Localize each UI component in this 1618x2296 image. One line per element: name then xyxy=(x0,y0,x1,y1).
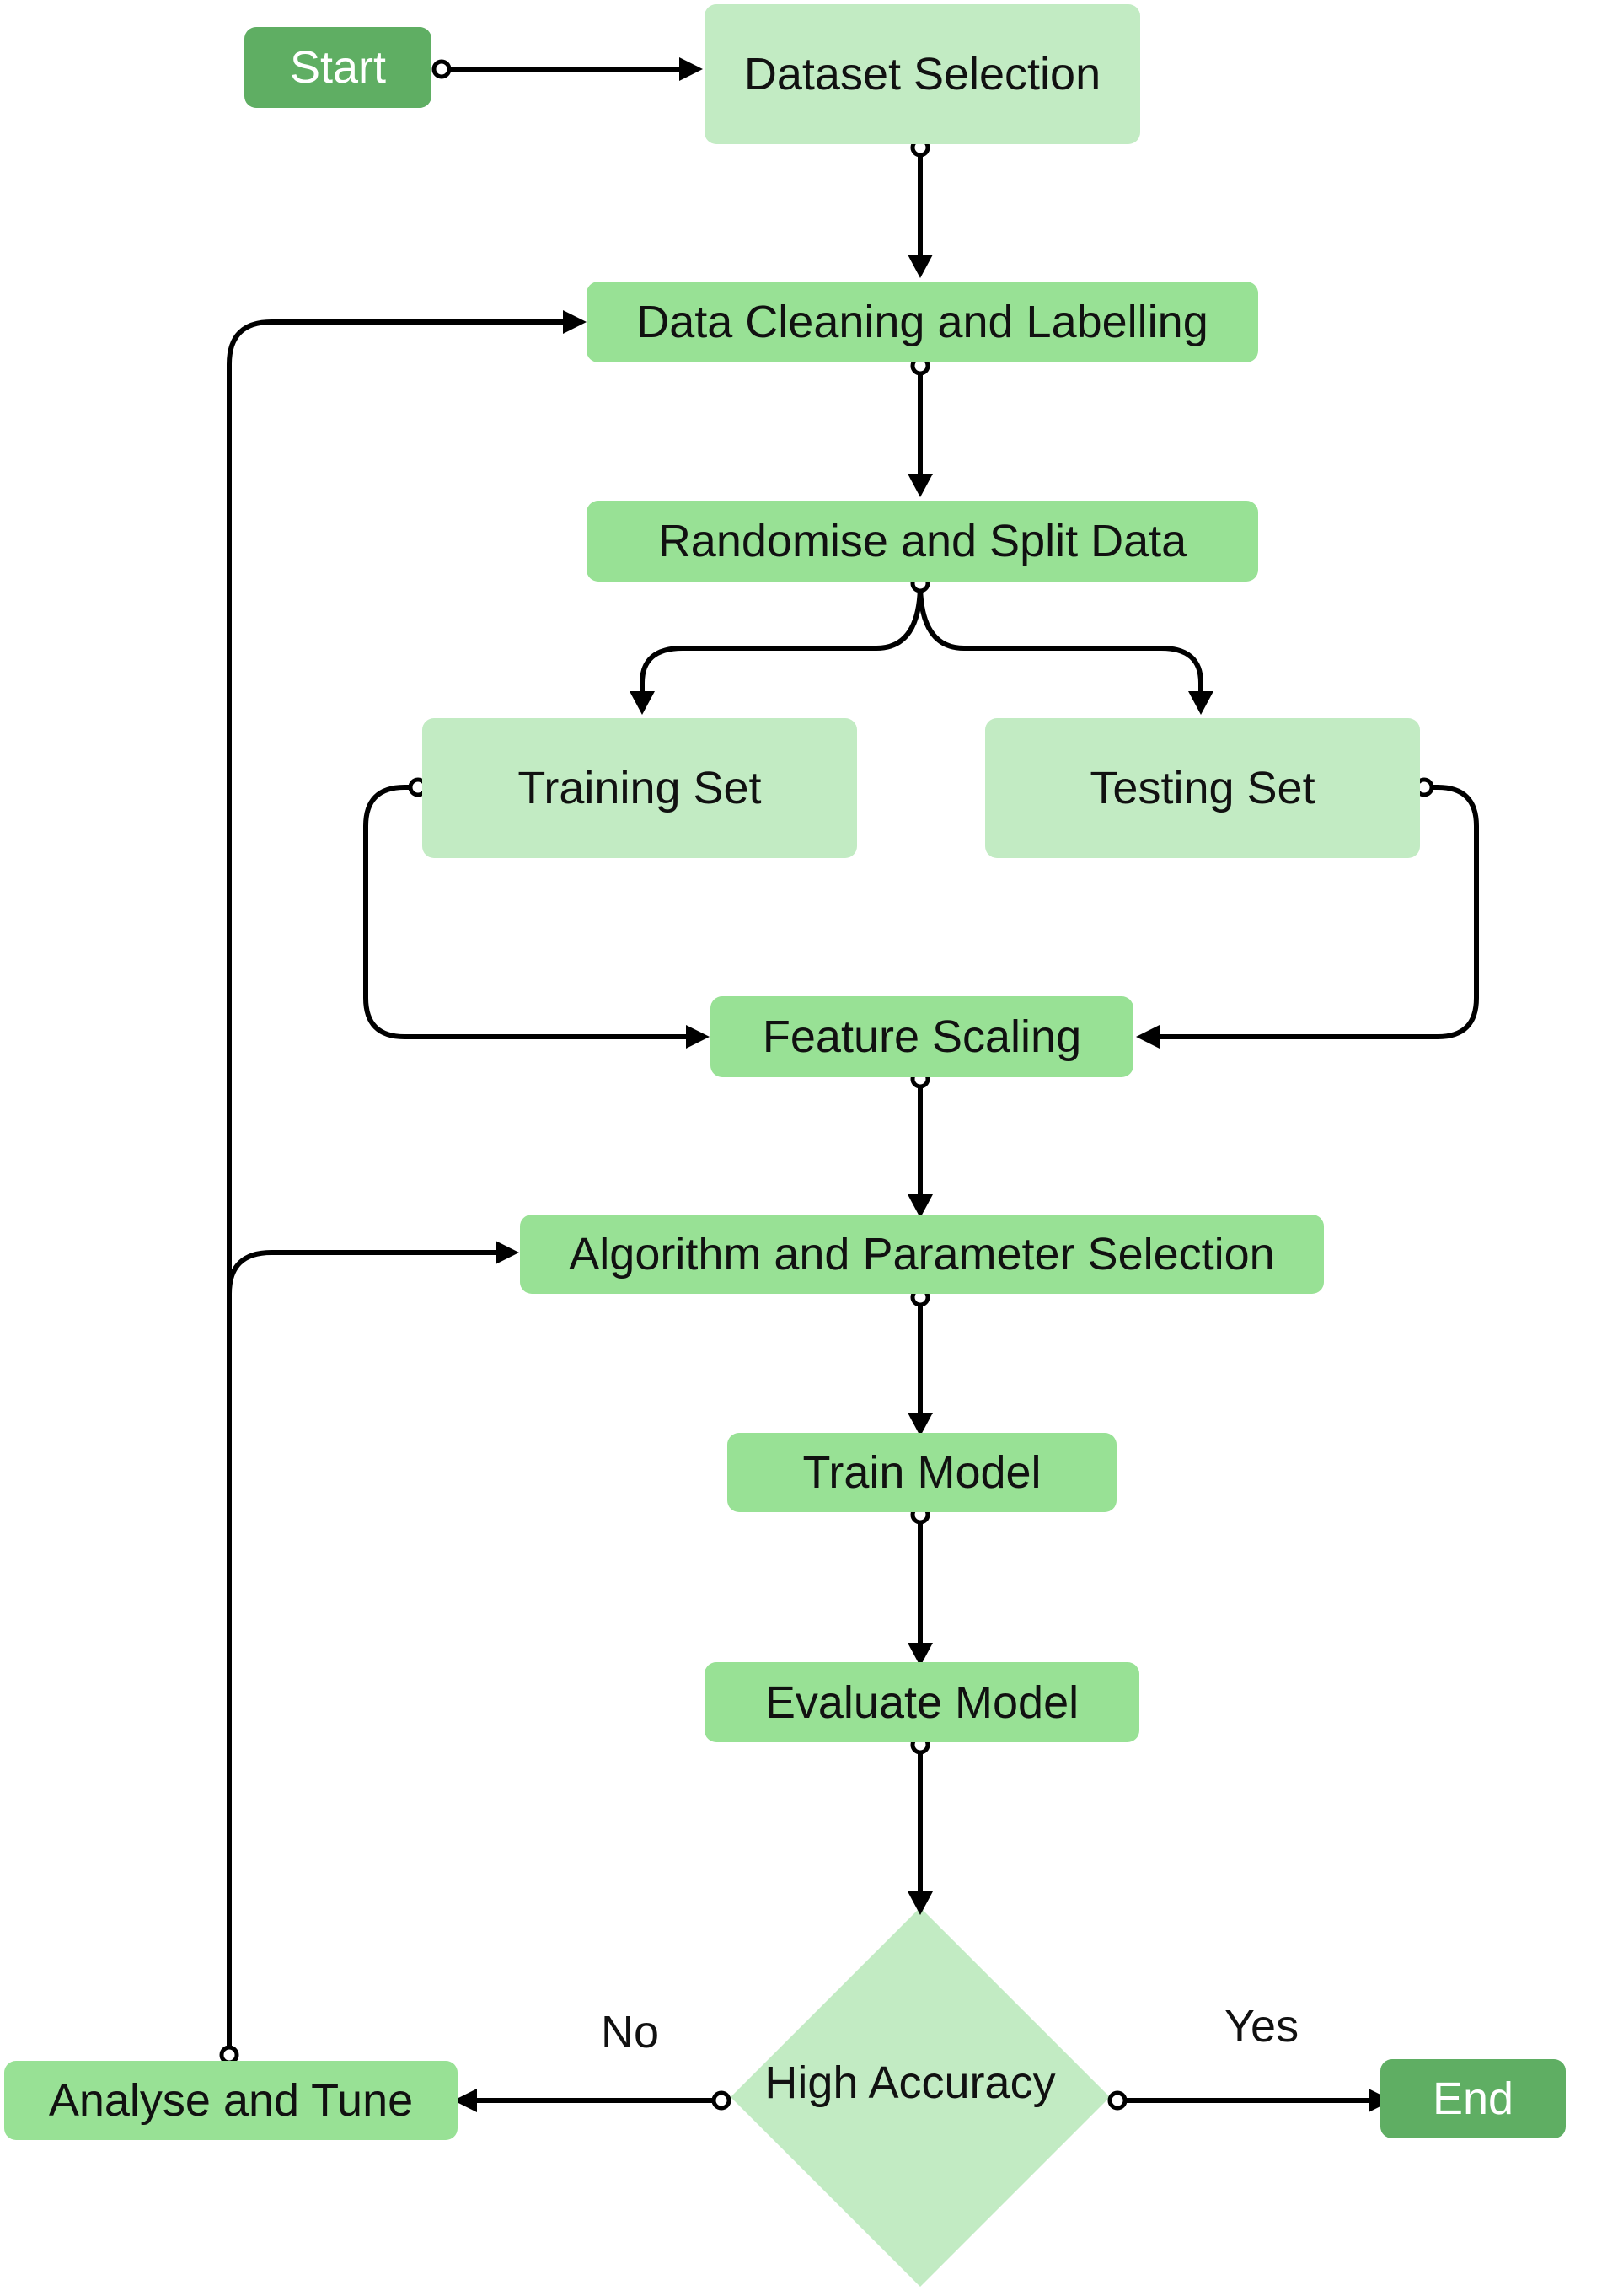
randomise-split-label: Randomise and Split Data xyxy=(657,516,1187,566)
algorithm-selection-label: Algorithm and Parameter Selection xyxy=(569,1229,1275,1279)
arrowhead-algorithm-loop xyxy=(496,1241,519,1264)
arrowhead-analyse xyxy=(453,2089,477,2112)
edge-testing-to-scaling xyxy=(1152,785,1479,1039)
arrowhead-cleaning-loop xyxy=(563,310,587,334)
train-model-label: Train Model xyxy=(802,1447,1042,1498)
end-label: End xyxy=(1432,2073,1514,2124)
edge-analyse-to-cleaning xyxy=(227,319,569,2057)
arrowhead-decision xyxy=(908,1891,933,1915)
training-set-node: Training Set xyxy=(422,718,857,858)
evaluate-model-label: Evaluate Model xyxy=(764,1676,1080,1728)
arrowhead-scaling-right xyxy=(1136,1025,1160,1049)
end-node: End xyxy=(1380,2059,1566,2138)
edge-label-no: No xyxy=(601,2007,660,2057)
edge-training-to-scaling xyxy=(363,785,694,1039)
dataset-selection-node: Dataset Selection xyxy=(705,4,1140,144)
data-cleaning-label: Data Cleaning and Labelling xyxy=(636,297,1208,347)
decision-diamond xyxy=(731,1907,1110,2287)
start-node: Start xyxy=(244,27,431,108)
port-decision-no xyxy=(711,2090,731,2111)
arrowhead-testing xyxy=(1188,691,1214,715)
port-decision-yes xyxy=(1107,2090,1128,2111)
feature-scaling-label: Feature Scaling xyxy=(762,1011,1082,1062)
feature-scaling-node: Feature Scaling xyxy=(710,996,1133,1077)
testing-set-node: Testing Set xyxy=(985,718,1420,858)
randomise-split-node: Randomise and Split Data xyxy=(587,501,1258,582)
testing-set-label: Testing Set xyxy=(1090,763,1315,813)
edge-analyse-to-algorithm xyxy=(227,1250,501,1296)
algorithm-selection-node: Algorithm and Parameter Selection xyxy=(520,1215,1324,1294)
evaluate-model-node: Evaluate Model xyxy=(705,1662,1139,1742)
edge-label-yes: Yes xyxy=(1224,2001,1299,2052)
edge-randomise-to-training xyxy=(640,581,923,695)
analyse-tune-label: Analyse and Tune xyxy=(48,2075,414,2126)
start-label: Start xyxy=(289,42,387,93)
arrowhead-train xyxy=(908,1413,933,1436)
arrowhead-dataset xyxy=(679,57,703,81)
arrowhead-cleaning xyxy=(908,255,933,278)
arrowhead-randomise xyxy=(908,474,933,497)
decision-label: High Accuracy xyxy=(764,2057,1056,2108)
training-set-label: Training Set xyxy=(517,763,762,813)
arrowhead-algorithm xyxy=(908,1194,933,1218)
arrowhead-training xyxy=(630,691,655,715)
connector-ports xyxy=(219,59,1434,2111)
dataset-selection-label: Dataset Selection xyxy=(743,49,1101,99)
train-model-node: Train Model xyxy=(727,1433,1117,1512)
data-cleaning-node: Data Cleaning and Labelling xyxy=(587,282,1258,362)
arrowhead-evaluate xyxy=(908,1643,933,1666)
analyse-tune-node: Analyse and Tune xyxy=(4,2061,458,2140)
port-start xyxy=(431,59,452,79)
arrowhead-scaling-left xyxy=(686,1025,710,1049)
arrowheads xyxy=(453,57,1392,2112)
edge-randomise-to-testing xyxy=(918,581,1203,695)
